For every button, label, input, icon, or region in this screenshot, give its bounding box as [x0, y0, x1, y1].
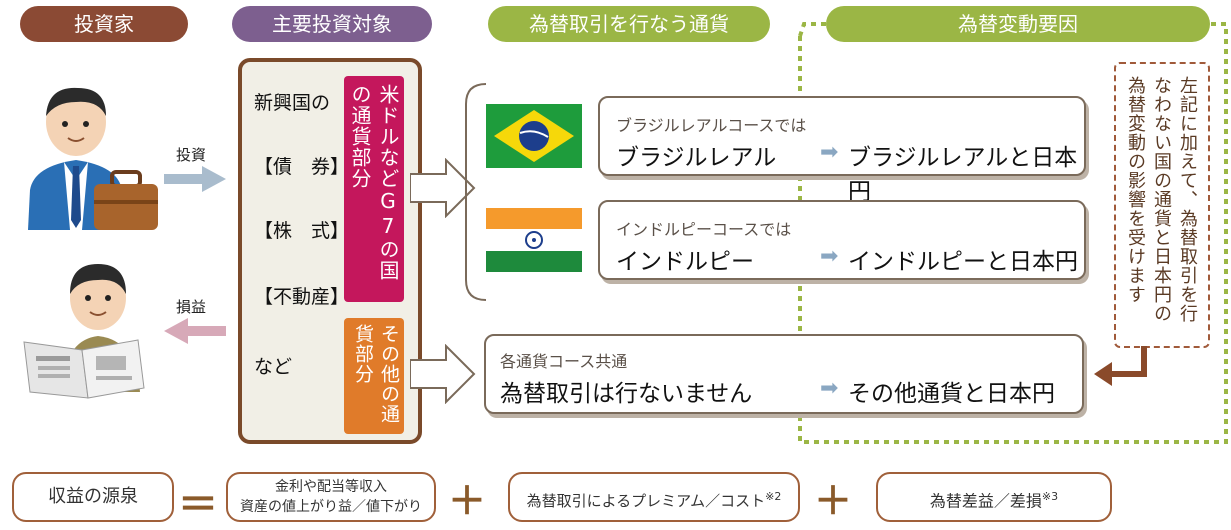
newspaper-reader-icon	[23, 264, 145, 399]
india-course-result: インドルピーと日本円	[848, 249, 1078, 275]
header-fx-factors: 為替変動要因	[826, 6, 1210, 42]
brazil-course-result: ブラジルレアルと日本円	[848, 145, 1078, 205]
india-course-box: インドルピーコースでは インドルピー ➡ インドルピーと日本円	[598, 200, 1086, 280]
formula-source-box: 収益の源泉	[12, 472, 174, 522]
profit-loss-arrow	[164, 318, 226, 344]
side-note-box: 左記に加えて、為替取引を行なわない国の通貨と日本円の為替変動の影響を受けます	[1114, 62, 1210, 348]
note-return-arrow	[1094, 346, 1147, 386]
common-course-caption: 各通貨コース共通	[500, 352, 628, 371]
g7-currency-band: 米ドルなどG7の国の通貨部分	[344, 76, 404, 302]
formula-premium-note: ※2	[765, 490, 782, 503]
asset-emerging: 新興国の	[254, 92, 331, 114]
header-main-targets: 主要投資対象	[232, 6, 432, 42]
right-arrow-icon: ➡	[820, 376, 839, 401]
asset-real-estate: 【不動産】	[254, 286, 350, 308]
right-arrow-icon: ➡	[820, 244, 839, 269]
briefcase-icon	[94, 170, 158, 230]
brazil-flag-icon	[486, 104, 582, 168]
formula-source: 収益の源泉	[48, 486, 138, 507]
asset-stocks: 【株 式】	[254, 220, 350, 242]
common-course-currency: 為替取引は行ないません	[500, 381, 753, 407]
header-fx-currency: 為替取引を行なう通貨	[488, 6, 770, 42]
formula-income-line1: 金利や配当等収入	[275, 479, 387, 495]
india-course-caption: インドルピーコースでは	[616, 220, 792, 239]
formula-premium: 為替取引によるプレミアム／コスト	[526, 492, 766, 510]
asset-etc: など	[254, 356, 293, 378]
header-investor: 投資家	[20, 6, 188, 42]
formula-income-box: 金利や配当等収入 資産の値上がり益／値下がり	[226, 472, 436, 522]
brazil-course-currency: ブラジルレアル	[616, 145, 777, 171]
brazil-course-box: ブラジルレアルコースでは ブラジルレアル ➡ ブラジルレアルと日本円	[598, 96, 1086, 205]
common-course-result: その他通貨と日本円	[848, 381, 1055, 407]
common-course-box: 各通貨コース共通 為替取引は行ないません ➡ その他通貨と日本円	[484, 334, 1084, 414]
courses-bracket	[465, 83, 487, 301]
formula-income-line2: 資産の値上がり益／値下がり	[240, 499, 422, 515]
invest-arrow	[164, 166, 226, 192]
formula-premium-box: 為替取引によるプレミアム／コスト※2	[508, 472, 800, 522]
arrow-to-courses	[410, 158, 476, 218]
formula-equals: ＝	[178, 482, 218, 528]
right-arrow-icon: ➡	[820, 140, 839, 165]
formula-plus-2: ＋	[814, 479, 853, 523]
india-flag-icon	[486, 208, 582, 272]
invest-label: 投資	[176, 146, 207, 164]
brazil-course-caption: ブラジルレアルコースでは	[616, 116, 807, 135]
formula-fx-gain-note: ※3	[1041, 490, 1059, 503]
profit-loss-label: 損益	[176, 298, 207, 316]
india-course-currency: インドルピー	[616, 249, 754, 275]
formula-fx-gain-box: 為替差益／差損※3	[876, 472, 1112, 522]
arrow-to-common	[410, 344, 476, 404]
asset-bonds: 【債 券】	[254, 156, 350, 178]
others-currency-band: その他の通貨部分	[344, 318, 404, 434]
formula-fx-gain: 為替差益／差損	[929, 491, 1042, 511]
formula-plus-1: ＋	[448, 479, 487, 523]
